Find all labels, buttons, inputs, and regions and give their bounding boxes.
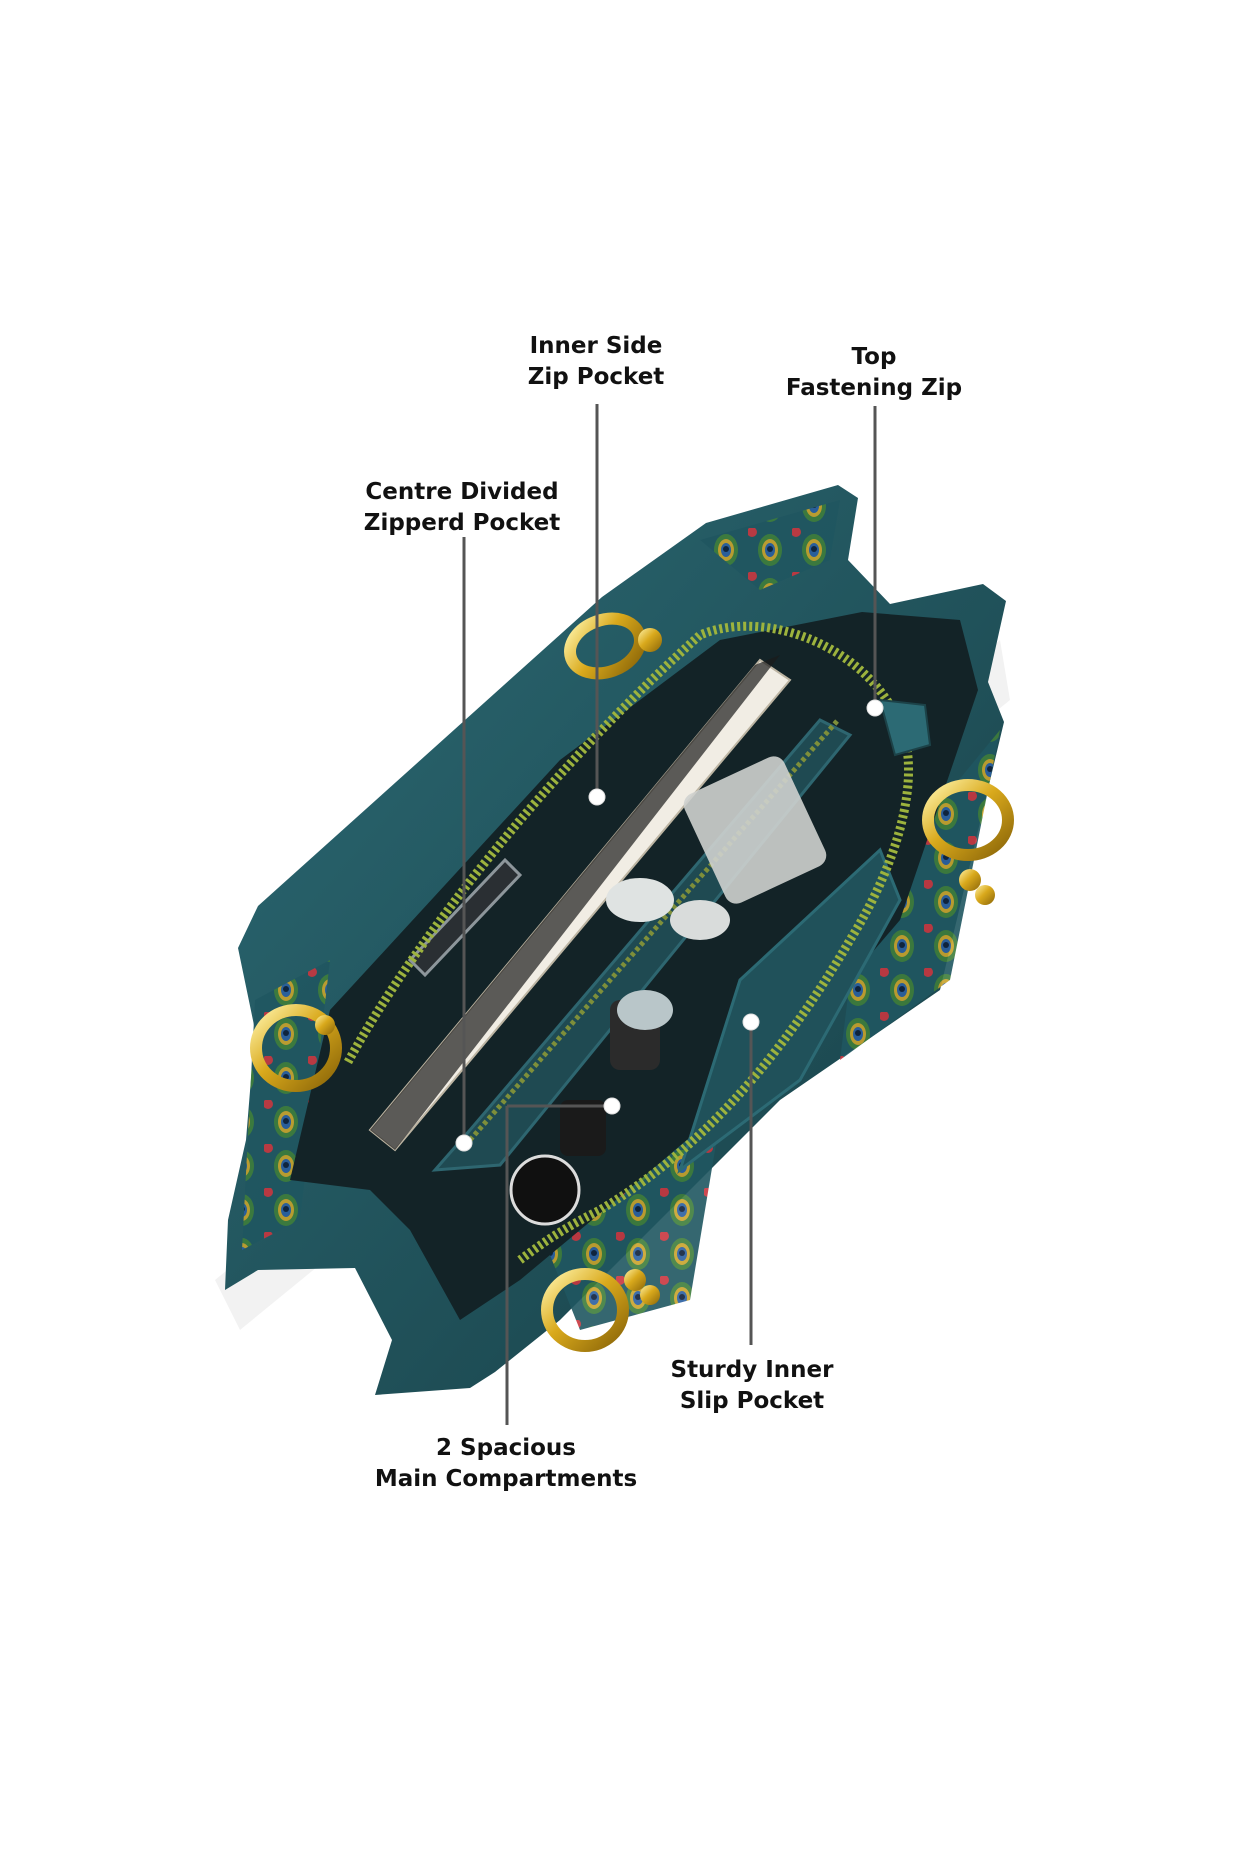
inner-slip-pocket <box>677 847 902 1175</box>
callout-dot-sturdy <box>742 1013 760 1031</box>
callout-main-compartments: 2 Spacious Main Compartments <box>375 1433 637 1495</box>
print-panel-top <box>700 500 840 590</box>
callout-dot-spacious <box>603 1097 621 1115</box>
callout-dot-centre <box>455 1134 473 1152</box>
callout-lines <box>462 404 877 1425</box>
callout-dot-inner-side <box>588 788 606 806</box>
zip-pull <box>878 698 932 757</box>
callout-line2: Zip Pocket <box>527 364 665 390</box>
callout-inner-side-zip-pocket: Inner Side Zip Pocket <box>528 331 665 393</box>
callout-centre-divided-pocket: Centre Divided Zipperd Pocket <box>364 477 560 539</box>
callout-sturdy-inner-slip-pocket: Sturdy Inner Slip Pocket <box>671 1355 834 1417</box>
gold-ring-hardware <box>250 612 1014 1352</box>
gold-chain-hardware <box>315 628 995 1305</box>
callout-line2: Zipperd Pocket <box>363 510 561 536</box>
notebook-cover <box>370 655 780 1150</box>
callout-line1: Inner Side <box>529 333 663 359</box>
print-panel-right <box>840 730 1000 1060</box>
callout-line1: Centre Divided <box>365 479 559 505</box>
callout-top-fastening-zip: Top Fastening Zip <box>786 342 962 404</box>
callout-line1: Sturdy Inner <box>670 1357 834 1383</box>
callout-line2: Main Compartments <box>374 1466 638 1492</box>
callout-dots <box>455 699 884 1152</box>
callout-dot-top-zip <box>866 699 884 717</box>
callout-line2: Fastening Zip <box>785 375 963 401</box>
callout-line1: Top <box>851 344 897 370</box>
callout-line1: 2 Spacious <box>436 1435 576 1461</box>
callout-line2: Slip Pocket <box>679 1388 825 1414</box>
